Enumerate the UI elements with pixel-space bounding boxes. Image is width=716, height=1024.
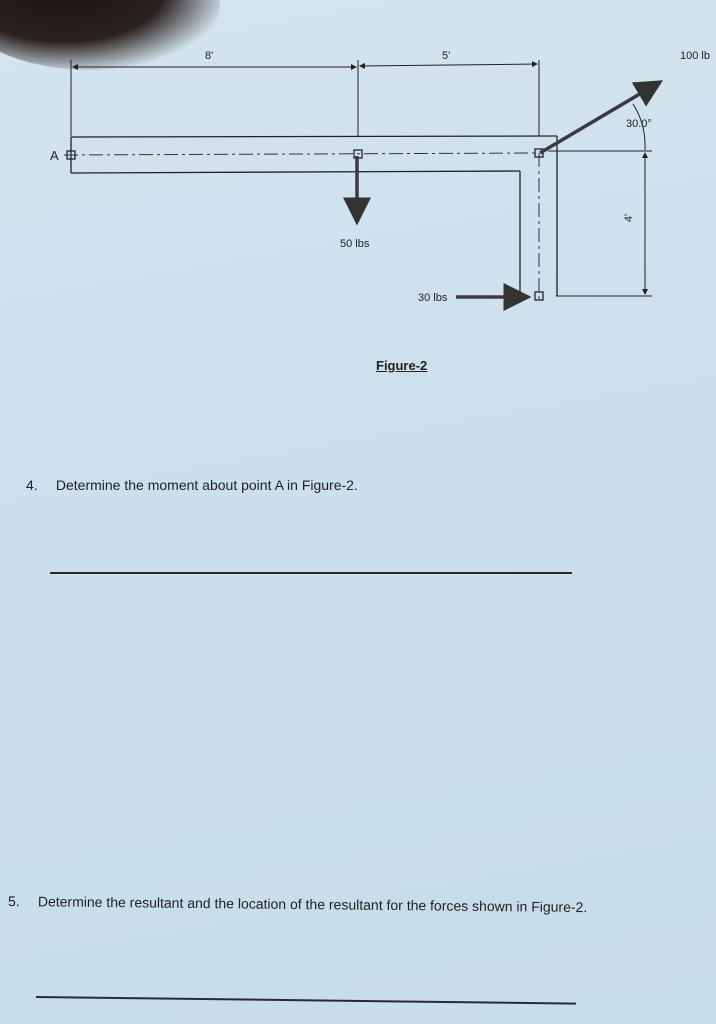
angle-label: 30.0° [626,118,652,130]
figure-caption: Figure-2 [376,358,428,373]
answer-line-4[interactable] [50,572,572,574]
centerlines [63,152,540,300]
force-label-30lbs: 30 lbs [418,292,448,304]
question-number: 5. [7,893,20,910]
question-text: Determine the resultant and the location… [37,893,588,916]
force-label-50lbs: 50 lbs [340,238,370,250]
force-label-100lb: 100 lb [680,50,710,62]
force-arrows [343,80,664,311]
question-text: Determine the moment about point A in Fi… [55,477,358,493]
figure-2-diagram [63,60,664,311]
question-5: 5. Determine the resultant and the locat… [8,893,716,916]
question-4: 4. Determine the moment about point A in… [26,477,358,493]
dim-label-4ft: 4' [623,213,636,223]
dim-label-5ft: 5' [442,50,451,62]
dimension-lines [70,60,652,297]
point-a-label: A [50,148,59,163]
question-number: 4. [26,477,38,493]
answer-line-5[interactable] [35,996,576,1005]
beam-outline [70,135,558,296]
dim-label-8ft: 8' [205,50,214,62]
